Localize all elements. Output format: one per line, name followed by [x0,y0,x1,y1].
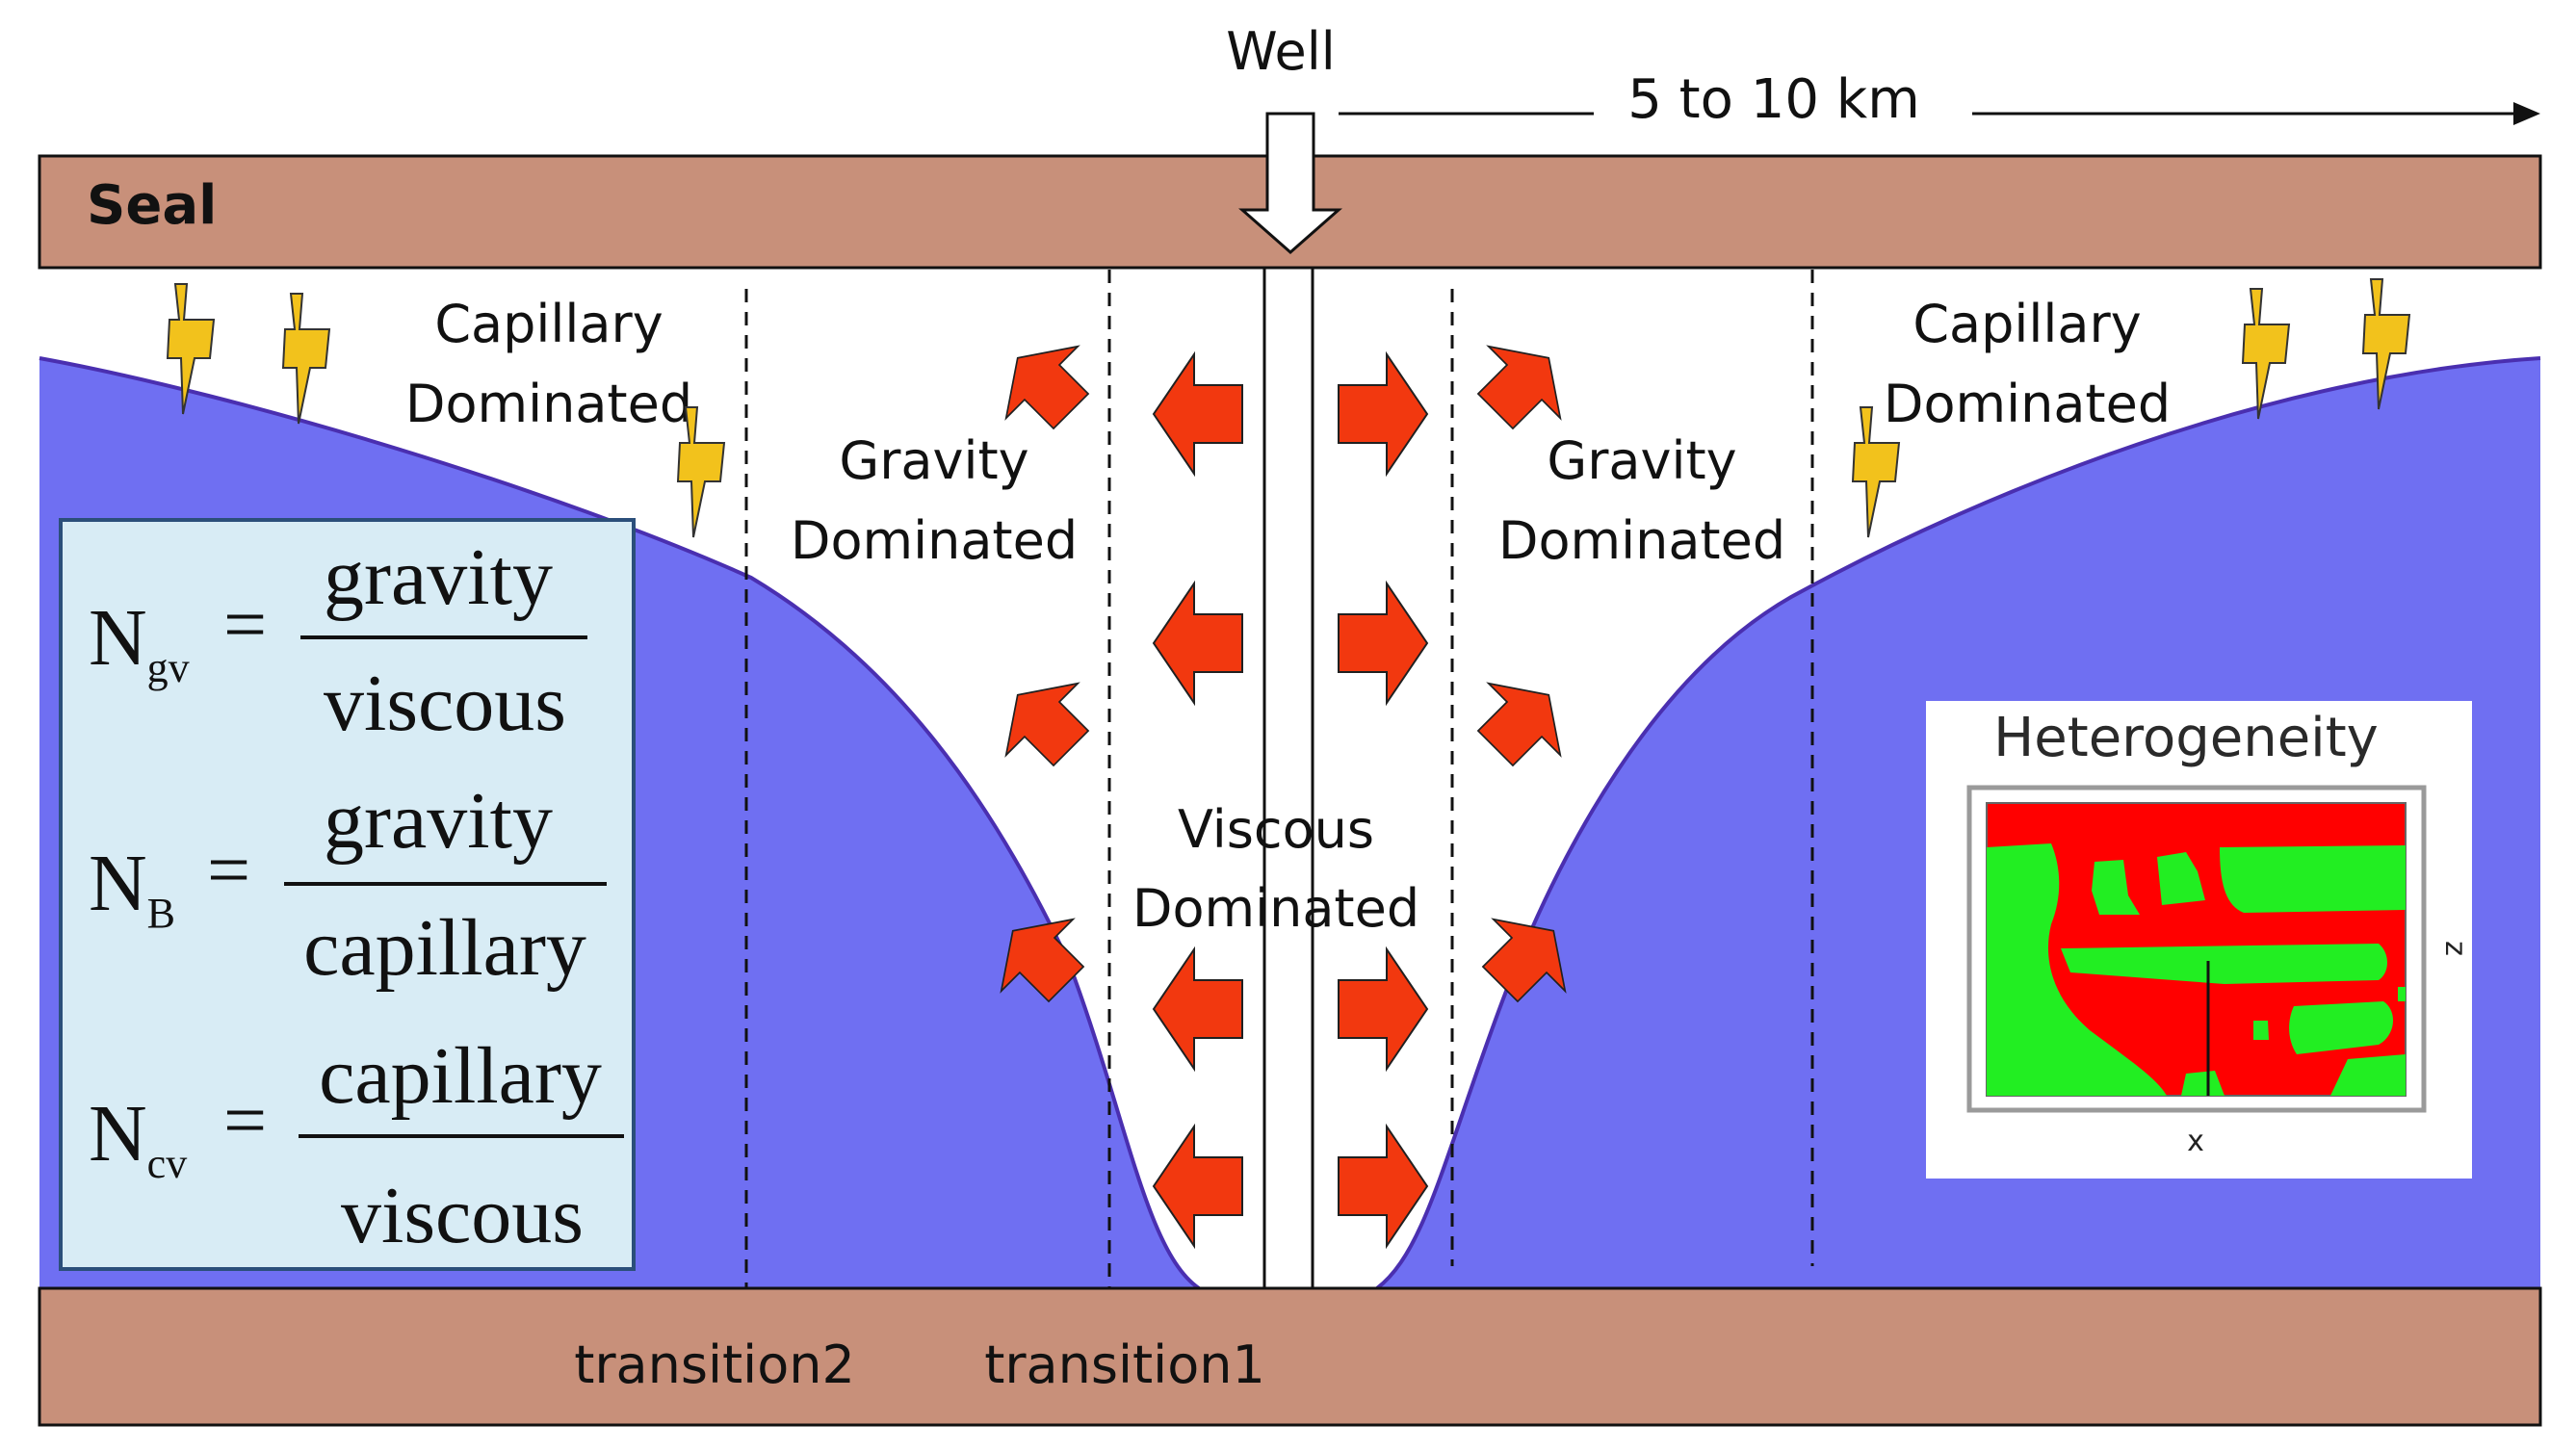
gravity-right-line2: Dominated [1498,510,1785,571]
arrow-right-icon [1338,353,1428,475]
arrow-left-icon [1153,583,1243,704]
region-labels: Capillary Dominated Gravity Dominated Vi… [405,294,2171,939]
svg-text:Ngv: Ngv [89,593,190,691]
heterogeneity-green-patches [1987,843,2406,1096]
equation-lhs: N [89,839,147,928]
equation-lhs: N [89,593,147,683]
transition1-label: transition1 [984,1334,1265,1395]
arrow-left-icon [1153,353,1243,475]
equation-sub: cv [147,1140,188,1187]
co2-plume [39,358,2540,1288]
capillary-left-line1: Capillary [434,294,663,354]
heterogeneity-title: Heterogeneity [1993,707,2379,769]
arrow-right-icon [1338,1126,1428,1247]
plume-outline [39,356,2541,1290]
equation-denominator: viscous [341,1171,584,1260]
equation-ncv: Ncv = capillary viscous [89,1031,624,1260]
arrow-left-icon [1153,1126,1243,1247]
heterogeneity-inset: Heterogeneity x z [1926,701,2472,1179]
viscous-line1: Viscous [1178,799,1374,860]
equation-nb: NB = gravity capillary [89,776,607,993]
equation-ngv: Ngv = gravity viscous [89,532,587,748]
dashed-boundaries [744,270,1814,1288]
scale-label: 5 to 10 km [1627,68,1920,131]
arrow-left-icon [1153,948,1243,1070]
gravity-right-line1: Gravity [1547,430,1736,491]
equation-box: Ngv = gravity viscous NB = gravity capil… [59,518,636,1271]
arrow-up-left-icon [980,321,1108,449]
equation-numerator: capillary [319,1031,602,1121]
equation-equals: = [223,1078,267,1163]
equation-equals: = [223,583,267,667]
svg-text:NB: NB [89,839,175,937]
arrow-up-left-icon [980,658,1108,786]
svg-text:Ncv: Ncv [89,1089,187,1187]
equation-equals: = [207,828,250,913]
heterogeneity-x-axis: x [2187,1125,2204,1158]
well-label: Well [1226,21,1335,82]
equation-sub: B [147,890,175,937]
gravity-left-line2: Dominated [791,510,1078,571]
equation-denominator: viscous [324,659,566,748]
arrow-right-icon [1338,583,1428,704]
equation-sub: gv [147,644,190,691]
bottom-layer [38,1286,2542,1427]
equation-numerator: gravity [324,776,553,866]
capillary-right-line2: Dominated [1884,374,2171,434]
transition2-label: transition2 [574,1334,855,1395]
arrow-right-icon [1338,948,1428,1070]
lightning-icon [282,293,330,425]
equation-box-bg [59,518,636,1271]
arrow-up-right-icon [1458,321,1586,449]
gravity-left-line1: Gravity [839,430,1028,491]
equation-lhs: N [89,1089,147,1179]
equation-denominator: capillary [303,903,586,993]
seal-label: Seal [87,174,217,237]
well-pipe [1262,266,1314,1290]
well-arrow-icon [1238,112,1342,254]
heterogeneity-z-axis: z [2438,941,2472,956]
equation-numerator: gravity [324,532,553,622]
viscous-line2: Dominated [1132,878,1419,939]
capillary-right-line1: Capillary [1912,294,2141,354]
scale-arrowhead-icon [2513,102,2540,125]
capillary-left-line2: Dominated [405,374,692,434]
arrow-up-right-icon [1458,658,1586,786]
